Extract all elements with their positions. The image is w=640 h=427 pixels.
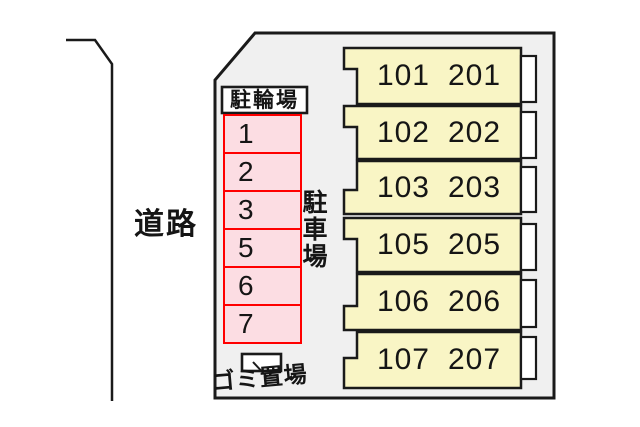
parking-space-number: 5 <box>238 232 254 263</box>
unit-number-lower: 105 <box>376 228 430 261</box>
parking-space-number: 2 <box>238 156 254 187</box>
unit-shape-107-207 <box>342 330 523 390</box>
parking-space-number: 3 <box>238 194 254 225</box>
unit-shape-101-201 <box>342 46 523 106</box>
road-label: 道路 <box>134 208 198 241</box>
balcony-106 <box>519 278 538 329</box>
balcony-101 <box>519 54 538 104</box>
unit-shape-103-203 <box>342 159 523 216</box>
unit-shape-106-206 <box>342 272 523 332</box>
unit-label: 103 203 <box>357 161 521 214</box>
unit-label: 102 202 <box>357 106 521 159</box>
unit-number-lower: 101 <box>376 59 430 92</box>
bicycle-parking-box <box>220 85 309 115</box>
unit-number-lower: 106 <box>376 285 430 318</box>
unit-shape-105-205 <box>342 216 523 274</box>
unit-number-upper: 207 <box>448 343 502 376</box>
balcony-102 <box>519 110 538 160</box>
unit-number-upper: 203 <box>448 170 502 204</box>
unit-number-upper: 205 <box>448 228 502 261</box>
parking-space-number: 7 <box>238 308 254 339</box>
road-boundary-line <box>66 38 114 401</box>
unit-label: 107 207 <box>357 332 521 388</box>
balcony-107 <box>519 335 538 381</box>
unit-number-lower: 107 <box>376 343 430 376</box>
unit-number-lower: 102 <box>376 115 430 149</box>
unit-number-upper: 201 <box>448 59 502 92</box>
balcony-105 <box>519 222 538 272</box>
unit-number-upper: 202 <box>448 115 502 149</box>
unit-label: 101 201 <box>357 48 521 104</box>
parking-space-number: 6 <box>238 270 254 301</box>
garbage-leader-line <box>252 361 268 378</box>
car-parking-label: 駐車場 <box>299 189 327 270</box>
unit-shape-102-202 <box>342 104 523 161</box>
unit-label: 106 206 <box>357 274 521 330</box>
unit-label: 105 205 <box>357 218 521 272</box>
unit-number-lower: 103 <box>376 170 430 204</box>
parking-space-number: 1 <box>238 118 254 149</box>
bicycle-parking-label: 駐輪場 <box>230 88 299 112</box>
balcony-103 <box>519 165 538 214</box>
unit-number-upper: 206 <box>448 285 502 318</box>
